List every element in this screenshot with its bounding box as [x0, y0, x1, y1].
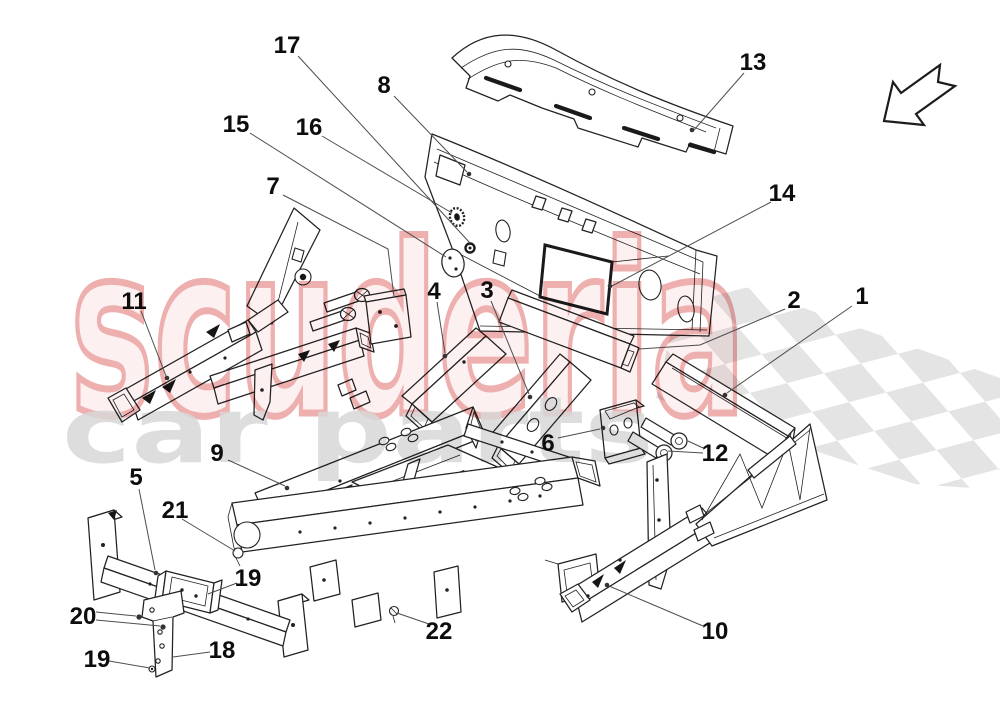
callout-16[interactable]: 16: [296, 114, 453, 214]
callout-number-1: 1: [855, 283, 868, 310]
callout-number-22: 22: [426, 618, 453, 645]
callout-22[interactable]: 22: [396, 612, 453, 645]
callout-number-8: 8: [377, 72, 390, 99]
callout-number-4: 4: [427, 278, 441, 305]
callout-number-16: 16: [296, 114, 323, 141]
callout-number-6: 6: [541, 430, 554, 457]
direction-arrow-icon: [882, 62, 958, 127]
parts-line-art: [87, 34, 958, 678]
box-bracket: [599, 399, 646, 465]
left-frame-rail-assembly: [107, 207, 375, 423]
cowl-top-panel: [451, 34, 734, 155]
callout-number-9: 9: [210, 440, 223, 467]
callout-number-7: 7: [266, 173, 279, 200]
watermark-secondary: car parts: [62, 377, 654, 484]
callout-19[interactable]: 19: [207, 565, 262, 595]
front-crossmember-assembly: [87, 509, 310, 678]
callout-number-11: 11: [121, 288, 146, 315]
callout-4[interactable]: 4: [427, 278, 448, 359]
callout-19[interactable]: 19: [84, 646, 151, 673]
main-frame: [227, 406, 601, 628]
callout-number-18: 18: [209, 637, 236, 664]
callout-number-19: 19: [235, 565, 262, 592]
checkered-flag-watermark: [656, 266, 1000, 490]
callout-number-21: 21: [162, 497, 189, 524]
callout-number-19: 19: [84, 646, 111, 673]
dash-panel: [424, 133, 718, 337]
callout-9[interactable]: 9: [210, 440, 290, 491]
callout-21[interactable]: 21: [162, 497, 236, 552]
callout-number-20: 20: [70, 603, 97, 630]
callout-number-2: 2: [787, 287, 800, 314]
callout-number-17: 17: [274, 32, 301, 59]
screw-21: [232, 547, 244, 559]
plug-disc: [441, 248, 465, 278]
callout-20[interactable]: 20: [70, 603, 166, 630]
callout-8[interactable]: 8: [377, 72, 472, 177]
callout-18[interactable]: 18: [172, 637, 236, 664]
right-frame-rail-assembly: [559, 423, 828, 623]
callout-6[interactable]: 6: [541, 425, 606, 457]
callout-7[interactable]: 7: [266, 173, 395, 298]
block-bracket: [363, 288, 412, 345]
watermark-primary: scuderia: [70, 196, 746, 469]
callout-5[interactable]: 5: [129, 464, 159, 576]
callout-14[interactable]: 14: [607, 180, 796, 289]
grommet: [448, 206, 466, 228]
beam-3: [487, 353, 592, 477]
callout-number-10: 10: [702, 618, 729, 645]
beam-4: [401, 327, 507, 435]
callout-number-5: 5: [129, 464, 142, 491]
beam-2: [498, 289, 640, 373]
callout-17[interactable]: 17: [274, 32, 471, 244]
callout-3[interactable]: 3: [480, 277, 533, 400]
callout-number-12: 12: [702, 440, 729, 467]
screw-22: [388, 605, 400, 624]
callout-2[interactable]: 2: [638, 287, 801, 350]
small-nut: [464, 242, 476, 254]
callout-number-13: 13: [740, 49, 767, 76]
callout-13[interactable]: 13: [689, 49, 767, 133]
callout-number-14: 14: [769, 180, 796, 207]
callout-12[interactable]: 12: [667, 440, 729, 467]
callout-number-15: 15: [223, 111, 250, 138]
mount-bolts: [309, 287, 371, 332]
callout-11[interactable]: 11: [121, 288, 170, 381]
callout-10[interactable]: 10: [604, 582, 729, 645]
callout-number-3: 3: [480, 277, 493, 304]
watermark: scuderia car parts: [62, 193, 750, 485]
bolts-12: [627, 417, 688, 462]
callout-15[interactable]: 15: [223, 111, 447, 258]
callout-1[interactable]: 1: [722, 283, 869, 398]
